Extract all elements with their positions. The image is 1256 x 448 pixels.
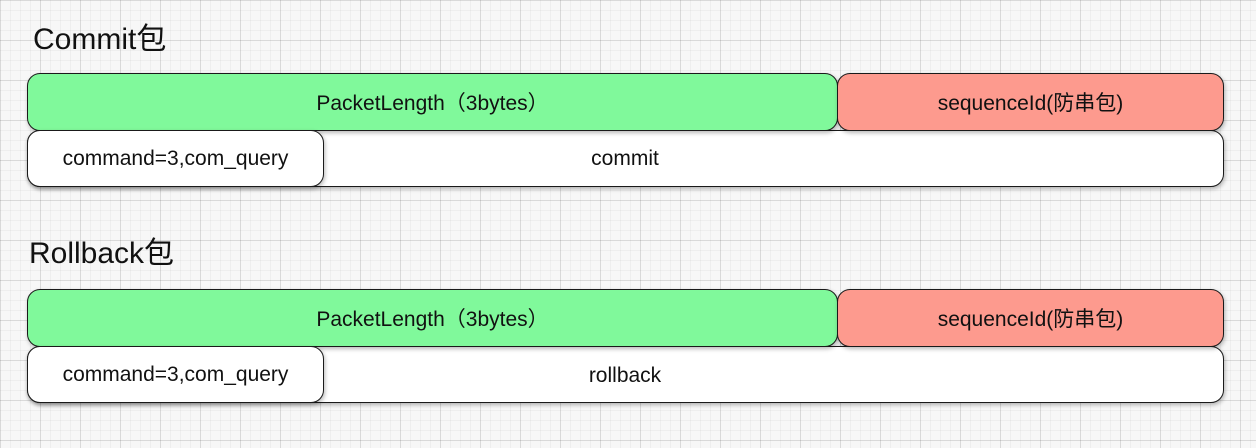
rollback-sequence-id-field: sequenceId(防串包) [837,289,1224,347]
rollback-payload-text: rollback [588,364,662,387]
commit-payload-text: commit [591,147,659,170]
rollback-packet-length-field: PacketLength（3bytes） [27,289,838,347]
commit-packet-length-field: PacketLength（3bytes） [27,73,838,131]
rollback-section-title: Rollback包 [29,237,175,270]
commit-sequence-id-field: sequenceId(防串包) [837,73,1224,131]
commit-section-title: Commit包 [33,23,167,56]
rollback-command-field: command=3,com_query [27,346,324,403]
commit-command-field: command=3,com_query [27,130,324,187]
